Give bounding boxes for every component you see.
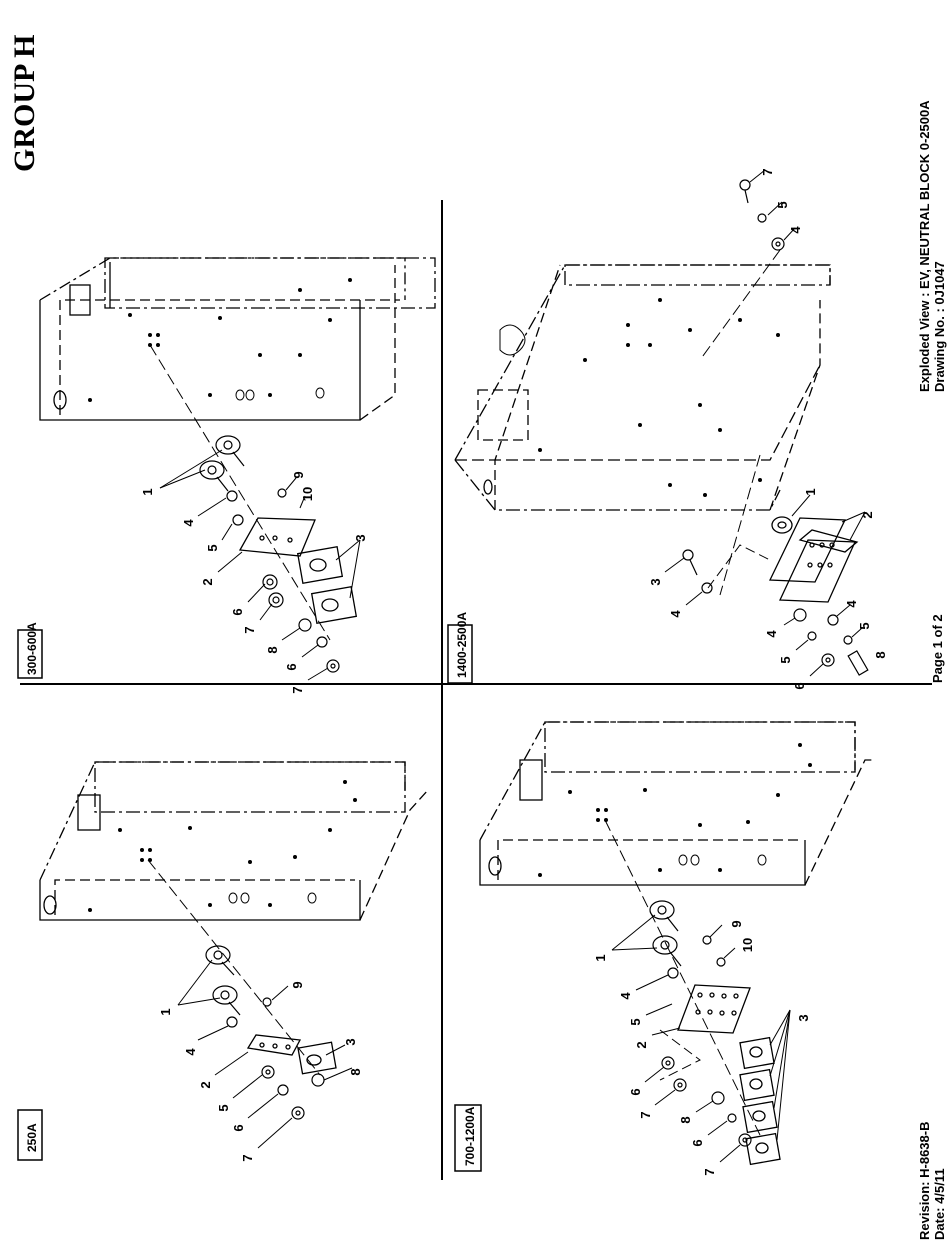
callout-number: 4 <box>668 610 683 618</box>
callout-number: 3 <box>796 1014 811 1021</box>
panel-label: 1400-2500A <box>455 612 469 678</box>
callout-number: 6 <box>792 682 807 689</box>
callout-number: 8 <box>873 651 888 658</box>
terminal-studs-700 <box>650 901 681 966</box>
callout-number: 3 <box>353 534 368 541</box>
connector-blocks-300 <box>298 547 357 623</box>
assembly-centerline <box>605 820 760 1135</box>
callout-number: 2 <box>200 578 215 585</box>
callout-number: 10 <box>740 938 755 952</box>
panel-300-600a: 300-600A <box>18 258 435 694</box>
busbar-plate-700 <box>678 985 750 1033</box>
callout-number: 4 <box>844 600 859 608</box>
callout-number: 5 <box>628 1018 643 1025</box>
enclosure-250 <box>40 762 428 920</box>
enclosure-250-holes <box>88 780 357 912</box>
callout-number: 8 <box>265 646 280 653</box>
panel-label: 300-600A <box>25 622 39 675</box>
callout-number: 2 <box>198 1081 213 1088</box>
assembly-centerline-upper <box>700 250 780 360</box>
panel-label: 700-1200A <box>463 1106 477 1166</box>
callout-number: 9 <box>291 471 306 478</box>
callout-number: 1 <box>140 488 155 495</box>
hardware-250 <box>227 998 324 1119</box>
callout-number: 8 <box>348 1068 363 1075</box>
mounting-brackets-1400 <box>770 518 857 602</box>
callout-number: 1 <box>803 488 818 495</box>
callouts-1400: 7 5 4 1 2 3 4 4 5 6 4 5 8 <box>648 168 888 689</box>
bracket-centerline <box>708 545 770 588</box>
callout-number: 4 <box>183 1048 198 1056</box>
busbar-plate-250 <box>248 1035 300 1055</box>
callout-number: 4 <box>764 630 779 638</box>
panel-label: 250A <box>25 1123 39 1152</box>
callout-number: 9 <box>290 981 305 988</box>
callout-number: 7 <box>290 686 305 693</box>
terminal-studs-250 <box>206 946 240 1015</box>
leader-lines-250 <box>178 960 352 1148</box>
callout-number: 1 <box>158 1008 173 1015</box>
enclosure-1400 <box>455 265 830 510</box>
leader-lines-1400 <box>665 170 865 676</box>
callout-number: 8 <box>678 1116 693 1123</box>
callout-number: 6 <box>230 608 245 615</box>
callout-number: 6 <box>690 1139 705 1146</box>
callout-number: 7 <box>702 1168 717 1175</box>
assembly-centerline <box>148 860 320 1075</box>
enclosure-300-ovals <box>236 388 324 400</box>
enclosure-700 <box>480 722 875 885</box>
enclosure-300 <box>40 258 435 420</box>
panel-1400-2500a: 1400-2500A <box>448 168 888 689</box>
callout-number: 3 <box>343 1038 358 1045</box>
enclosure-300-holes <box>88 278 352 402</box>
callout-number: 5 <box>216 1104 231 1111</box>
panel-700-1200a: 700-1200A <box>455 722 875 1176</box>
callout-number: 10 <box>300 487 315 501</box>
enclosure-250-ovals <box>229 893 316 903</box>
enclosure-700-ovals <box>679 855 766 865</box>
callout-number: 2 <box>860 511 875 518</box>
assembly-centerline-lower <box>720 455 760 595</box>
callout-number: 7 <box>760 168 775 175</box>
busbar-plate-300 <box>240 518 315 556</box>
hardware-1400-upper <box>740 180 784 250</box>
callout-number: 5 <box>775 201 790 208</box>
callout-number: 6 <box>231 1124 246 1131</box>
plate-centerline <box>660 1030 700 1080</box>
connector-block-250 <box>298 1042 336 1074</box>
standoff-insulator-1400 <box>772 517 792 533</box>
callout-number: 5 <box>857 622 872 629</box>
callouts-250: 1 4 2 5 6 7 9 3 8 <box>158 981 363 1161</box>
callout-number: 3 <box>648 578 663 585</box>
callout-number: 2 <box>634 1041 649 1048</box>
callout-number: 6 <box>628 1088 643 1095</box>
callout-number: 1 <box>593 954 608 961</box>
enclosure-1400-holes <box>538 298 780 497</box>
callout-number: 5 <box>778 656 793 663</box>
callout-number: 7 <box>638 1111 653 1118</box>
callout-number: 4 <box>618 992 633 1000</box>
panel-250a: 250A <box>18 762 428 1162</box>
callout-number: 4 <box>788 226 803 234</box>
enclosure-700-holes <box>538 743 812 877</box>
leader-lines-300 <box>160 450 360 680</box>
callout-number: 7 <box>240 1154 255 1161</box>
callout-number: 6 <box>284 663 299 670</box>
callout-number: 4 <box>181 519 196 527</box>
callout-number: 5 <box>205 544 220 551</box>
callout-number: 7 <box>242 626 257 633</box>
callout-number: 9 <box>729 920 744 927</box>
